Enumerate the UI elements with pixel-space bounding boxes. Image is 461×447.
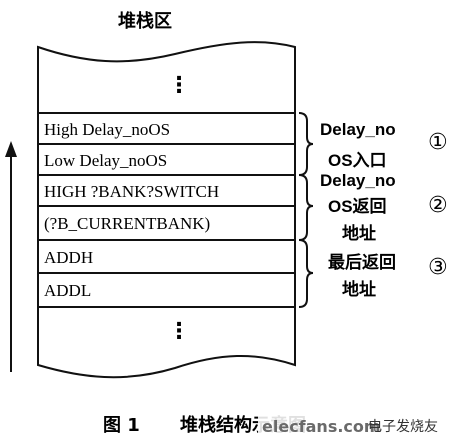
figure-number: 图 1 (103, 415, 140, 436)
brace-delay-entry (298, 112, 314, 176)
watermark-site: elecfans.com (262, 417, 381, 436)
stack-outline (37, 41, 296, 379)
stack-ellipsis-top: ⋮ (168, 73, 190, 98)
annotation-marker-2: ② (428, 193, 448, 218)
brace-delay-return (298, 174, 314, 241)
annotation-marker-3: ③ (428, 255, 448, 280)
watermark: elecfans.com 电子发烧友 (258, 411, 438, 439)
stack-row-addl: ADDL (44, 281, 91, 300)
annotation-marker-1: ① (428, 130, 448, 155)
stack-row-high-delay: High Delay_noOS (44, 120, 170, 139)
annotation-delay-return-line1: Delay_no (320, 171, 396, 190)
stack-row-addh: ADDH (44, 248, 93, 267)
stack-ellipsis-bottom: ⋮ (168, 319, 190, 344)
stack-growth-arrow (5, 141, 17, 372)
stack-title: 堆栈区 (118, 10, 172, 32)
annotation-final-return-line2: 地址 (342, 279, 376, 299)
brace-final-return (298, 239, 314, 308)
stack-row-low-delay: Low Delay_noOS (44, 151, 167, 170)
annotation-delay-return-line2: OS返回 (328, 197, 387, 216)
stack-row-high-bank-switch: HIGH ?BANK?SWITCH (44, 182, 219, 201)
annotation-delay-entry-line1: Delay_no (320, 120, 396, 139)
stack-row-current-bank: (?B_CURRENTBANK) (44, 214, 210, 233)
annotation-delay-entry-line2: OS入口 (328, 151, 387, 170)
annotation-final-return-line1: 最后返回 (328, 253, 396, 272)
watermark-brand: 电子发烧友 (368, 419, 438, 435)
stack-row-lines (38, 112, 295, 308)
annotation-delay-return-line3: 地址 (342, 223, 376, 243)
